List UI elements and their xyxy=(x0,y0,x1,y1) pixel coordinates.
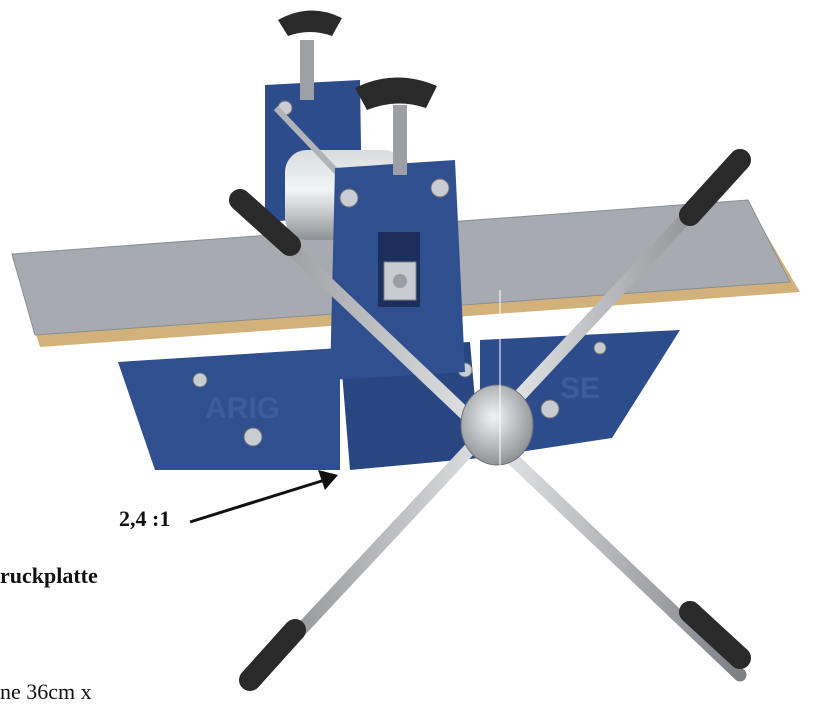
annotation-arrow xyxy=(189,470,338,524)
spoke-grip xyxy=(679,149,751,226)
bolt xyxy=(192,372,208,388)
wheel-hub xyxy=(460,384,534,466)
base-left-panel xyxy=(118,348,340,470)
spoke-grip xyxy=(229,189,301,256)
star-knob-front xyxy=(355,77,437,110)
bolt xyxy=(593,341,607,355)
star-knob-rear xyxy=(278,10,342,36)
embossed-text-right: SE xyxy=(560,372,600,405)
screw-front xyxy=(393,105,407,175)
embossed-text-left: ARIG xyxy=(205,392,280,425)
printing-plate-label: ruckplatte xyxy=(0,563,98,588)
gear-ratio-label: 2,4 :1 xyxy=(119,506,171,531)
screw-rear xyxy=(300,40,314,100)
bolt xyxy=(540,399,560,419)
spoke-grip xyxy=(679,601,751,669)
dimensions-label: ne 36cm x xyxy=(0,679,92,704)
spoke-grip xyxy=(239,619,306,691)
bolt xyxy=(243,427,263,447)
star-wheel xyxy=(229,149,751,691)
